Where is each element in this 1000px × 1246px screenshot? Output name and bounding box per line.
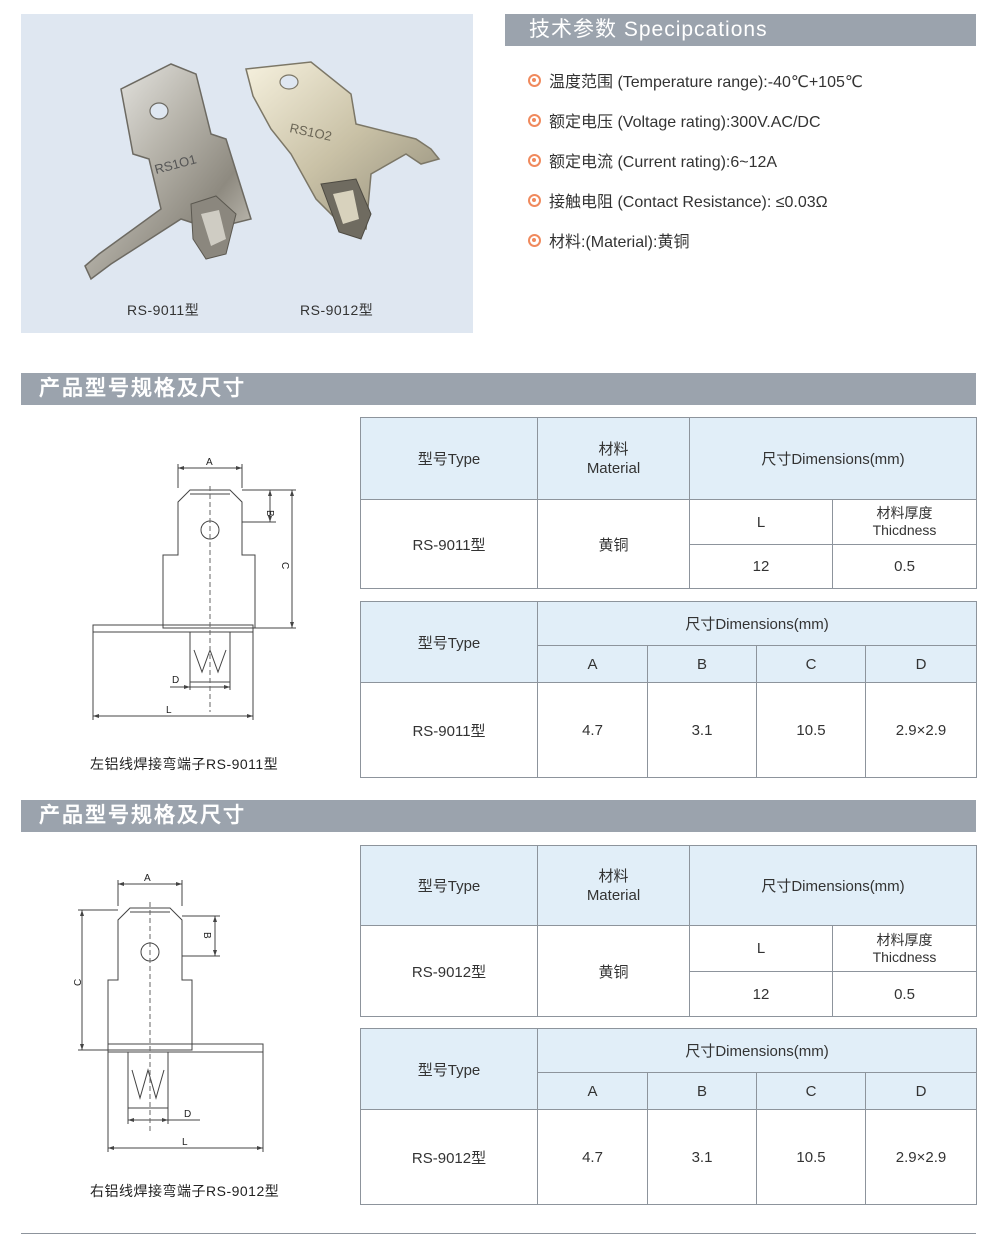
- product-photo: RS1O1 RS1O2 RS-9011型 RS-9012型: [21, 14, 473, 333]
- header-c: C: [756, 645, 866, 683]
- cell-a-value: 4.7: [537, 1109, 648, 1205]
- specifications-list: 温度范围 (Temperature range):-40℃+105℃ 额定电压 …: [528, 60, 978, 260]
- dim-label-l: L: [166, 705, 172, 716]
- header-dimensions: 尺寸Dimensions(mm): [689, 845, 977, 926]
- dimension-table-rs9012: 型号Type 尺寸Dimensions(mm) A B C D RS-9012型…: [360, 1028, 978, 1205]
- dim-label-d: D: [172, 675, 179, 686]
- cell-b-value: 3.1: [647, 1109, 757, 1205]
- cell-b-value: 3.1: [647, 682, 757, 778]
- section-header-rs9012: 产品型号规格及尺寸: [21, 800, 976, 832]
- cell-material: 黄铜: [537, 499, 690, 589]
- dim-label-d: D: [184, 1109, 191, 1120]
- cell-thickness-value: 0.5: [832, 971, 977, 1017]
- cell-model: RS-9012型: [360, 1109, 538, 1205]
- header-b: B: [647, 645, 757, 683]
- section-header-rs9011: 产品型号规格及尺寸: [21, 373, 976, 405]
- spec-item-material: 材料:(Material):黄铜: [528, 220, 978, 260]
- cell-c-value: 10.5: [756, 1109, 866, 1205]
- bullet-icon: [528, 193, 541, 207]
- dim-label-b: B: [264, 510, 275, 517]
- spec-item-temperature: 温度范围 (Temperature range):-40℃+105℃: [528, 60, 978, 100]
- header-l: L: [689, 925, 833, 972]
- bullet-icon: [528, 113, 541, 127]
- dimension-drawing-rs9012: A B C D L: [73, 873, 264, 1152]
- terminal-rs9012: RS1O2: [245, 61, 441, 240]
- cell-l-value: 12: [689, 971, 833, 1017]
- photo-caption-rs9011: RS-9011型: [127, 302, 200, 318]
- dim-label-b: B: [201, 932, 212, 939]
- spec-item-current: 额定电流 (Current rating):6~12A: [528, 140, 978, 180]
- header-dimensions: 尺寸Dimensions(mm): [536, 601, 978, 646]
- bottom-divider: [21, 1233, 976, 1234]
- header-type: 型号Type: [360, 417, 538, 500]
- header-d: D: [864, 1072, 978, 1110]
- cell-l-value: 12: [689, 544, 833, 589]
- dim-label-l: L: [182, 1137, 188, 1148]
- cell-d-value: 2.9×2.9: [864, 1109, 978, 1205]
- header-a: A: [537, 1072, 648, 1110]
- cell-a-value: 4.7: [537, 682, 648, 778]
- header-d: D: [864, 645, 978, 683]
- bullet-icon: [528, 153, 541, 167]
- spec-item-resistance: 接触电阻 (Contact Resistance): ≤0.03Ω: [528, 180, 978, 220]
- header-b: B: [647, 1072, 757, 1110]
- header-type: 型号Type: [360, 1028, 538, 1110]
- cell-d-value: 2.9×2.9: [864, 682, 978, 778]
- drawing-caption-rs9012: 右铝线焊接弯端子RS-9012型: [90, 1183, 280, 1199]
- cell-material: 黄铜: [537, 925, 690, 1017]
- cell-model: RS-9012型: [360, 925, 538, 1017]
- terminal-rs9011: RS1O1: [84, 63, 252, 281]
- cell-model: RS-9011型: [360, 682, 538, 778]
- header-l: L: [689, 499, 833, 545]
- dim-label-c: C: [73, 979, 84, 986]
- spec-item-voltage: 额定电压 (Voltage rating):300V.AC/DC: [528, 100, 978, 140]
- dim-label-a: A: [206, 457, 213, 468]
- drawing-caption-rs9011: 左铝线焊接弯端子RS-9011型: [90, 756, 279, 772]
- header-type: 型号Type: [360, 601, 538, 683]
- bullet-icon: [528, 73, 541, 87]
- terminal-photo-illustration: RS1O1 RS1O2: [84, 61, 441, 281]
- header-c: C: [756, 1072, 866, 1110]
- dimension-table-rs9011: 型号Type 尺寸Dimensions(mm) A B C D RS-9011型…: [360, 601, 978, 778]
- cell-model: RS-9011型: [360, 499, 538, 589]
- photo-caption-rs9012: RS-9012型: [300, 302, 374, 318]
- specifications-header: 技术参数 Specipcations: [505, 14, 976, 46]
- cell-thickness-value: 0.5: [832, 544, 977, 589]
- bullet-icon: [528, 233, 541, 247]
- dim-label-c: C: [279, 562, 290, 569]
- header-type: 型号Type: [360, 845, 538, 926]
- header-dimensions: 尺寸Dimensions(mm): [536, 1028, 978, 1073]
- dimension-drawing-rs9011: A B C D L: [92, 457, 296, 720]
- header-dimensions: 尺寸Dimensions(mm): [689, 417, 977, 500]
- header-a: A: [537, 645, 648, 683]
- dim-label-a: A: [144, 873, 151, 884]
- cell-c-value: 10.5: [756, 682, 866, 778]
